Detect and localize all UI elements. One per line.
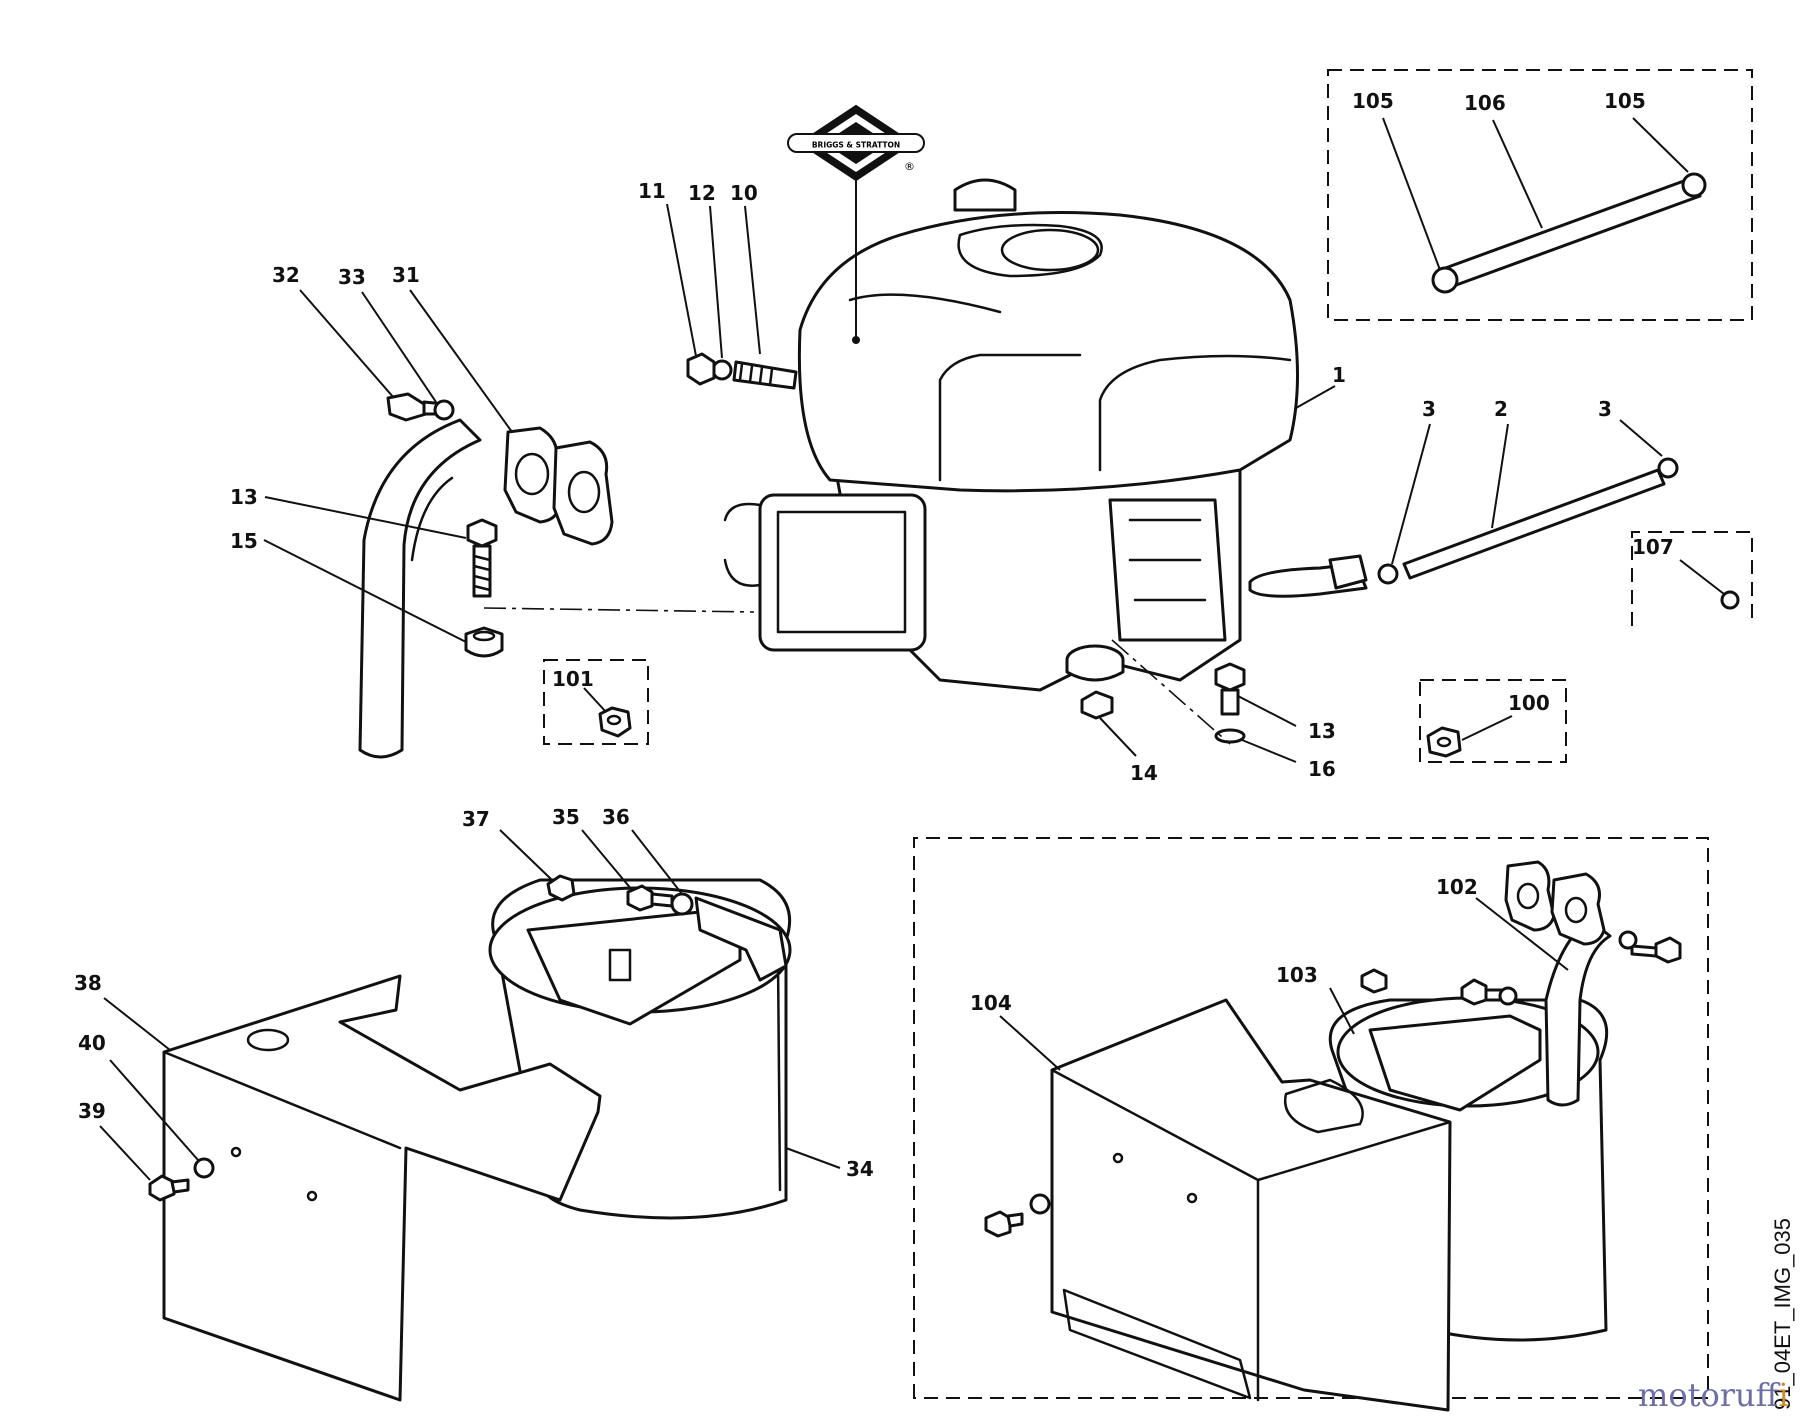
parts-10-11-12 [686, 352, 798, 390]
callout-34: 34 [846, 1157, 874, 1181]
engine-air-filter [758, 493, 927, 652]
callout-103: 103 [1276, 963, 1318, 987]
callout-104: 104 [970, 991, 1012, 1015]
part-31-exhaust-pipe [358, 418, 482, 759]
callout-35: 35 [552, 805, 580, 829]
brand-logo: BRIGGS & STRATTON ® [787, 104, 925, 182]
callout-100: 100 [1508, 691, 1550, 715]
watermark-suffix: fi [1778, 1376, 1789, 1414]
callout-105: 105 [1604, 89, 1646, 113]
kit-box-101 [543, 659, 649, 745]
watermark: motoruffi [1638, 1376, 1789, 1414]
callout-labels: 105 106 105 11 12 10 32 33 31 1 3 2 3 13… [74, 89, 1674, 1181]
callout-16: 16 [1308, 757, 1336, 781]
callout-107: 107 [1632, 535, 1674, 559]
part-106-hose [1438, 176, 1702, 290]
callout-31: 31 [392, 263, 420, 287]
callout-102: 102 [1436, 875, 1478, 899]
part-105-clamp-left [1431, 266, 1459, 294]
kit-107 [1631, 531, 1753, 626]
part-38-heat-shield [162, 974, 602, 1402]
callout-3: 3 [1422, 397, 1436, 421]
callout-14: 14 [1130, 761, 1158, 785]
muffler-kit-group [913, 837, 1709, 1412]
engine-assembly [666, 162, 1336, 692]
callout-105: 105 [1352, 89, 1394, 113]
registered-mark: ® [904, 160, 915, 173]
callout-1: 1 [1332, 363, 1346, 387]
engine-shroud [797, 211, 1299, 493]
fuel-hose-group [1248, 419, 1679, 598]
callout-106: 106 [1464, 91, 1506, 115]
callout-36: 36 [602, 805, 630, 829]
callout-10: 10 [730, 181, 758, 205]
exhaust-pipe-group [299, 289, 614, 759]
callout-37: 37 [462, 807, 490, 831]
callout-40: 40 [78, 1031, 106, 1055]
muffler-assembly-left [99, 829, 841, 1402]
callout-11: 11 [638, 179, 666, 203]
brand-logo-text: BRIGGS & STRATTON [812, 141, 900, 150]
callout-38: 38 [74, 971, 102, 995]
part-2-fuel-hose [1402, 468, 1666, 580]
callout-33: 33 [338, 265, 366, 289]
callout-32: 32 [272, 263, 300, 287]
callout-3: 3 [1598, 397, 1612, 421]
part-31-flange [503, 426, 562, 524]
kit-box-hose [1327, 69, 1753, 321]
parts-13-14-16 [1080, 639, 1297, 763]
hose-kit-group [1327, 69, 1753, 321]
watermark-main: motoruf [1638, 1376, 1779, 1414]
kit-100 [1419, 679, 1567, 763]
callout-15: 15 [230, 529, 258, 553]
callout-13: 13 [1308, 719, 1336, 743]
parts-13-15 [263, 496, 755, 658]
kit-101 [543, 659, 649, 745]
kit-box-100 [1419, 679, 1567, 763]
part-105-clamp-right [1681, 172, 1707, 198]
callout-39: 39 [78, 1099, 106, 1123]
callout-2: 2 [1494, 397, 1508, 421]
kit-box-107 [1631, 531, 1753, 626]
callout-101: 101 [552, 667, 594, 691]
callout-13: 13 [230, 485, 258, 509]
callout-12: 12 [688, 181, 716, 205]
